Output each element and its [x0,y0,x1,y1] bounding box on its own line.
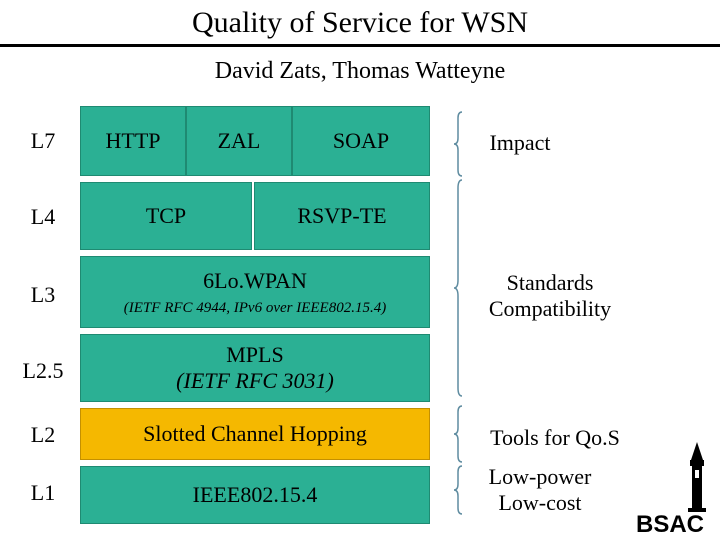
layer-label-l4: L4 [30,204,56,229]
title-rule [0,44,720,47]
mpls-label: MPLS [226,342,284,367]
ieee802154-box: IEEE802.15.4 [80,466,430,524]
rsvp-te-box: RSVP-TE [254,182,430,250]
sixlowpan-box: 6Lo.WPAN (IETF RFC 4944, IPv6 over IEEE8… [80,256,430,328]
tcp-label: TCP [145,203,187,228]
annotation-impact: Impact [489,130,551,155]
ieee802154-label: IEEE802.15.4 [192,482,318,507]
brace-tools [453,405,463,463]
brace-lowpower [453,465,463,515]
soap-box: SOAP [292,106,430,176]
mpls-box: MPLS (IETF RFC 3031) [80,334,430,402]
annotation-standards: Standards Compatibility [470,270,630,322]
tcp-box: TCP [80,182,252,250]
annotation-standards-line1: Standards [506,270,594,295]
zal-box: ZAL [186,106,292,176]
bsac-logo: BSAC [636,438,716,538]
brace-impact [453,111,463,177]
sixlowpan-note: (IETF RFC 4944, IPv6 over IEEE802.15.4) [123,299,387,316]
authors: David Zats, Thomas Watteyne [214,58,506,84]
svg-text:BSAC: BSAC [636,511,704,536]
slotted-channel-hopping-box: Slotted Channel Hopping [80,408,430,460]
http-box: HTTP [80,106,186,176]
layer-label-l3: L3 [30,282,56,307]
mpls-note: (IETF RFC 3031) [176,368,334,393]
annotation-tools: Tools for Qo.S [490,425,620,450]
http-label: HTTP [105,128,161,153]
slotted-channel-hopping-label: Slotted Channel Hopping [143,421,367,446]
brace-standards [453,179,463,397]
brace-group [453,111,463,515]
campanile-icon: BSAC [636,442,706,538]
layer-label-l2: L2 [30,422,56,447]
zal-label: ZAL [217,128,261,153]
soap-label: SOAP [332,128,390,153]
annotation-standards-line2: Compatibility [488,296,612,321]
annotation-lowcost-line2: Low-cost [498,490,582,515]
sixlowpan-label: 6Lo.WPAN [203,267,307,293]
rsvp-te-label: RSVP-TE [297,203,387,228]
annotation-lowpower-line1: Low-power [488,464,592,489]
layer-label-l1: L1 [30,480,56,505]
layer-label-l7: L7 [30,128,56,153]
slide-title: Quality of Service for WSN [191,6,529,39]
annotation-lowpower: Low-power Low-cost [470,464,610,516]
layer-label-l2-5: L2.5 [22,358,64,383]
